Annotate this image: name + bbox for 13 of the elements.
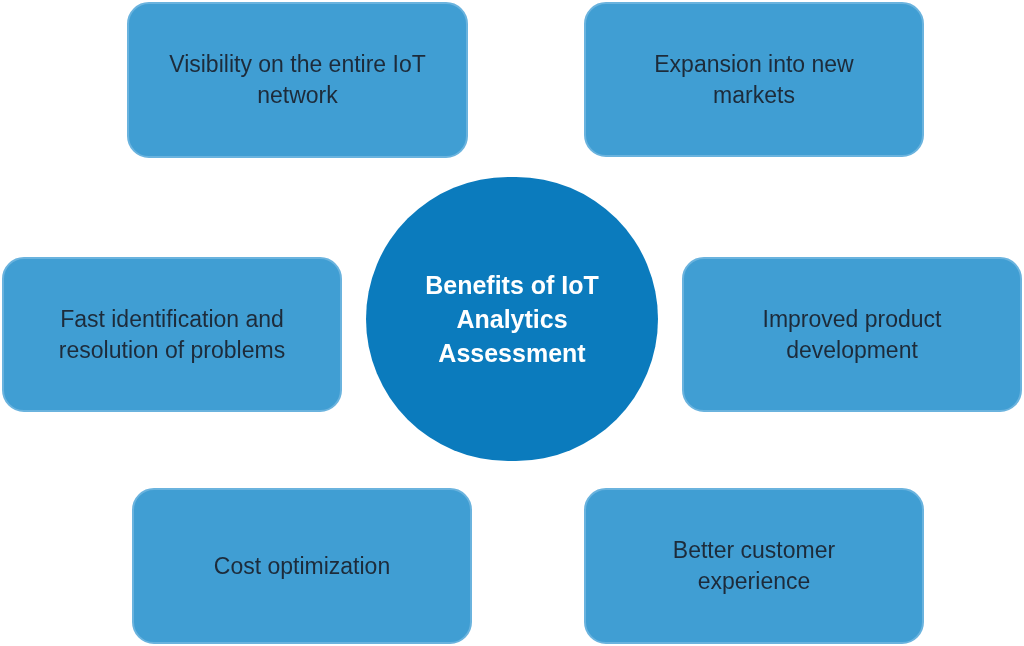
benefit-box [2, 257, 342, 412]
benefit-box [682, 257, 1022, 412]
benefit-text: Improved product development [761, 304, 943, 365]
benefit-text: Fast identification and resolution of problems [57, 304, 287, 365]
benefit-text: Better customer experience [671, 536, 837, 596]
benefit-box [132, 488, 472, 644]
benefit-text: Visibility on the entire IoT network [169, 50, 426, 110]
title-text: Benefits of IoT Analytics Assessment [424, 270, 600, 369]
benefit-box [584, 488, 924, 644]
benefit-text: Cost optimization [213, 551, 391, 581]
benefit-text: Expansion into new markets [653, 49, 855, 110]
benefit-box [127, 2, 468, 158]
benefit-box [584, 2, 924, 157]
